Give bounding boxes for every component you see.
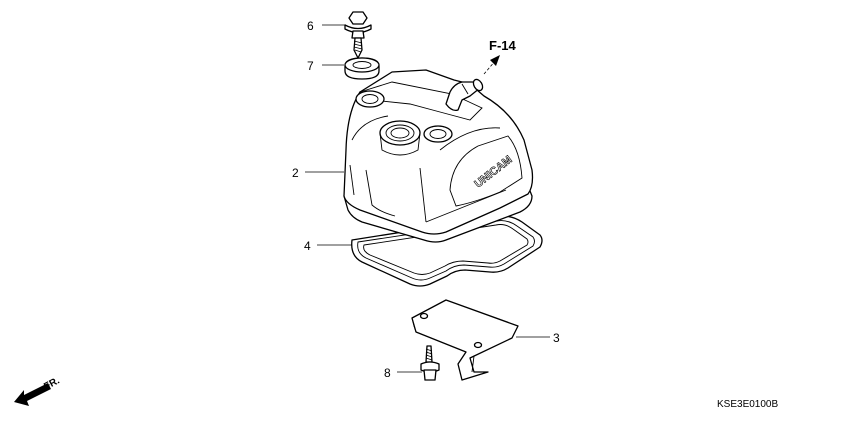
bracket-part-3 (411, 299, 519, 381)
callout-6: 6 (307, 19, 314, 33)
front-direction-arrow (14, 383, 51, 406)
cylinder-head-cover (343, 69, 534, 243)
callout-8: 8 (384, 366, 391, 380)
callout-4: 4 (304, 239, 311, 253)
callout-7: 7 (307, 59, 314, 73)
screw-part-8 (420, 345, 440, 381)
callout-2: 2 (292, 166, 299, 180)
diagram-code: KSE3E0100B (717, 399, 778, 410)
callout-leaders (305, 24, 550, 373)
reference-label: F-14 (489, 38, 517, 53)
callout-3: 3 (553, 331, 560, 345)
reference-arrow (483, 55, 500, 75)
bolt-part-6 (344, 11, 372, 59)
seal-washer-part-7 (344, 57, 380, 80)
front-direction-label: FR. (42, 375, 62, 392)
cover-gasket (351, 215, 543, 287)
